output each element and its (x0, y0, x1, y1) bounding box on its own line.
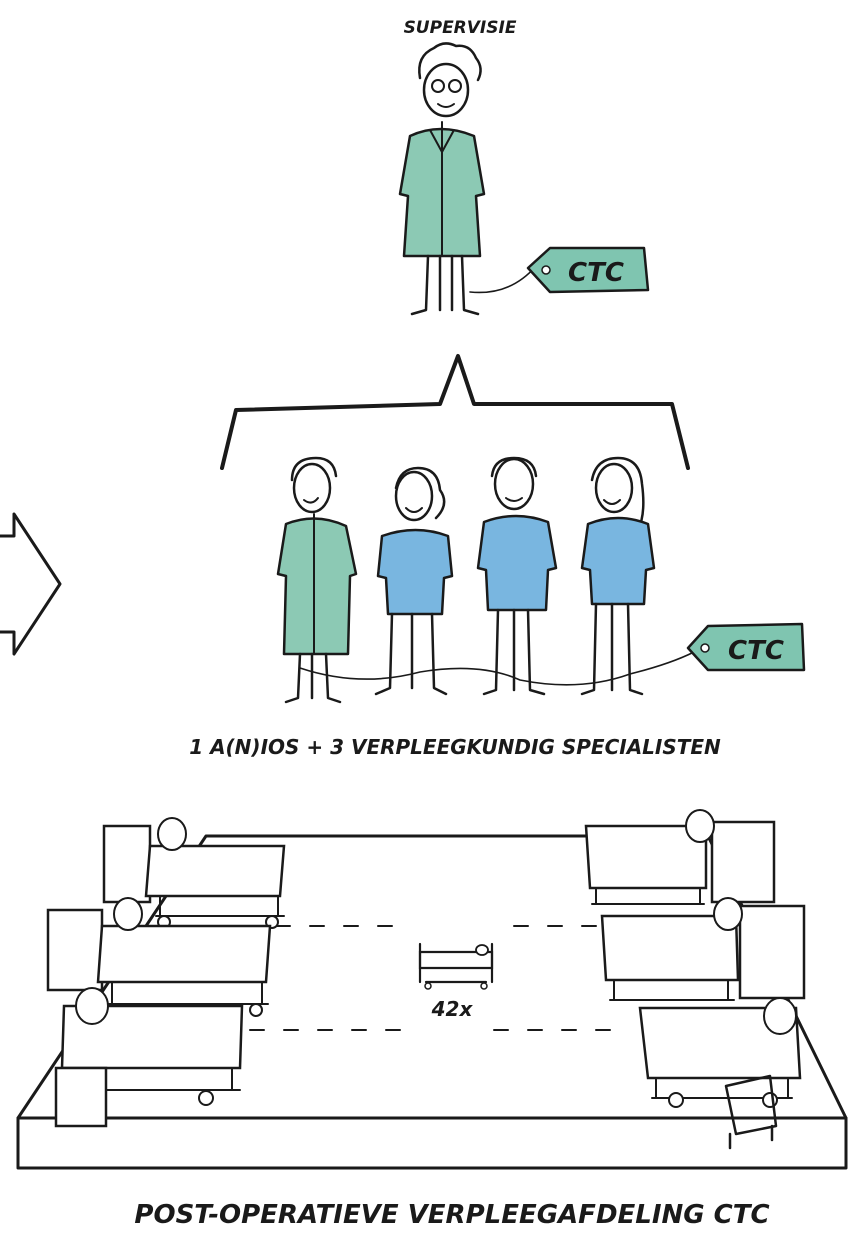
supervision-label: SUPERVISIE (404, 18, 517, 38)
resident-figure (276, 456, 358, 704)
team-figures (276, 456, 695, 704)
tag-team-text: CTC (728, 636, 784, 666)
nurse-specialist-3 (580, 456, 656, 696)
bedside-chair (724, 1074, 778, 1150)
bed-right-2 (600, 897, 806, 1001)
bed-right-1 (584, 809, 776, 905)
name-tag-icon-top: CTC (526, 246, 650, 294)
nurse-specialist-2 (476, 456, 558, 696)
name-tag-icon-team: CTC (686, 622, 806, 672)
bed-count: 42x (431, 997, 474, 1021)
hospital-bed-icon (418, 942, 494, 990)
ward-label: POST-OPERATIEVE VERPLEEGAFDELING CTC (134, 1200, 769, 1230)
bed-left-2 (46, 897, 272, 1017)
tag-top-text: CTC (568, 258, 624, 288)
bed-right-3 (638, 997, 802, 1108)
left-bed-row (46, 817, 286, 1128)
nurse-specialist-1 (374, 466, 454, 696)
equipment-cart (54, 1066, 108, 1128)
arrow-right-icon (0, 512, 62, 656)
bed-left-1 (102, 817, 286, 929)
team-label: 1 A(N)IOS + 3 VERPLEEGKUNDIG SPECIALISTE… (189, 735, 721, 759)
right-bed-row (584, 809, 806, 1150)
brace (220, 354, 690, 470)
supervisor-figure (398, 42, 537, 316)
